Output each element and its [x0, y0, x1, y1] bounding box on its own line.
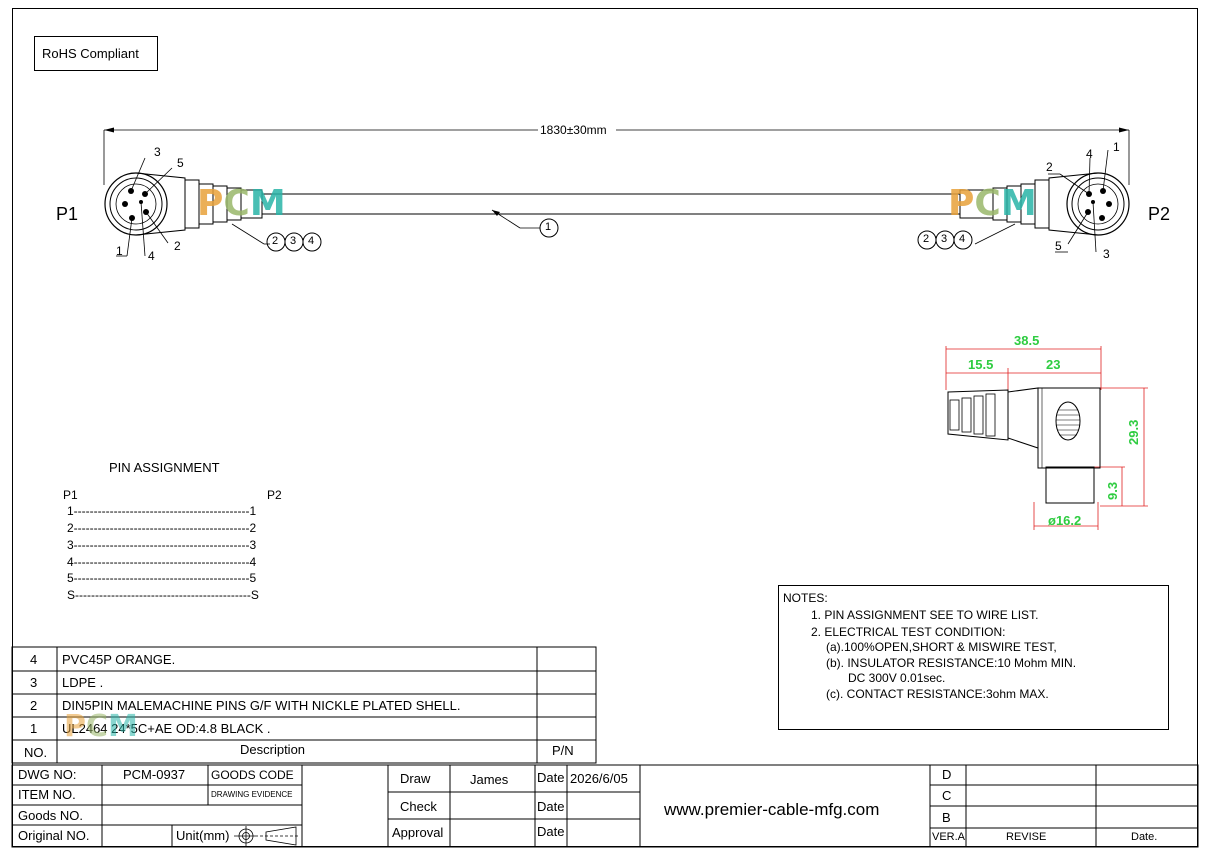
goods-code-label: GOODS CODE	[211, 768, 294, 782]
bom-header-pn: P/N	[552, 743, 574, 758]
pin-assignment-p1: P1	[63, 488, 78, 502]
pin-row: 3---------------------------------------…	[67, 538, 257, 552]
note-line: (c). CONTACT RESISTANCE:3ohm MAX.	[826, 687, 1049, 701]
unit-label: Unit(mm)	[176, 828, 230, 843]
approval-label: Approval	[392, 825, 444, 840]
goods-no-label: Goods NO.	[18, 808, 84, 823]
p2-pin-4: 4	[1086, 147, 1093, 161]
pcm-logo-bom: PCM	[64, 712, 138, 742]
pcm-logo-left: PCM	[197, 186, 286, 222]
callout-2-left: 2	[272, 235, 279, 247]
pcm-logo-right: PCM	[948, 186, 1037, 222]
bom-no: 2	[30, 698, 38, 713]
rohs-label: RoHS Compliant	[42, 46, 139, 61]
ver-label: VER.A	[932, 831, 966, 843]
logo-c: C	[974, 183, 1001, 224]
rev-b: B	[942, 810, 951, 825]
notes-box	[778, 585, 1169, 730]
p2-pin-1: 1	[1113, 140, 1120, 154]
pin-row: 1---------------------------------------…	[67, 504, 257, 518]
dim-head: 23	[1046, 357, 1061, 372]
bom-desc: PVC45P ORANGE.	[62, 652, 176, 667]
callout-4-left: 4	[308, 235, 315, 247]
p1-pin-2: 2	[174, 239, 181, 253]
bom-no: 3	[30, 675, 38, 690]
logo-c: C	[86, 709, 109, 744]
note-line: 1. PIN ASSIGNMENT SEE TO WIRE LIST.	[811, 608, 1039, 622]
p2-pin-5: 5	[1055, 239, 1062, 253]
pin-assignment-p2: P2	[267, 488, 282, 502]
dim-diameter: ø16.2	[1048, 513, 1082, 528]
p2-label: P2	[1148, 204, 1171, 224]
draw-label: Draw	[400, 771, 431, 786]
revise-label: REVISE	[1006, 831, 1047, 843]
bom-no: 1	[30, 721, 38, 736]
bom-header-desc: Description	[240, 742, 306, 757]
p1-label: P1	[56, 204, 79, 224]
date-label-check: Date	[537, 799, 565, 814]
p2-pin-2: 2	[1046, 160, 1053, 174]
note-line: (b). INSULATOR RESISTANCE:10 Mohm MIN.	[826, 656, 1077, 670]
logo-c: C	[223, 183, 250, 224]
callout-3-left: 3	[290, 235, 297, 247]
p1-pin-3: 3	[154, 145, 161, 159]
note-line: DC 300V 0.01sec.	[848, 671, 946, 685]
logo-m: M	[108, 709, 138, 744]
logo-p: P	[948, 183, 975, 224]
note-line: (a).100%OPEN,SHORT & MISWIRE TEST,	[826, 640, 1057, 654]
drawer-name: James	[470, 772, 509, 787]
dwg-no-label: DWG NO:	[18, 767, 77, 782]
logo-m: M	[249, 183, 286, 224]
callout-1: 1	[545, 221, 552, 233]
cable-drawing	[103, 127, 1130, 257]
pin-row: 2---------------------------------------…	[67, 521, 257, 535]
bom-no: 4	[30, 652, 38, 667]
p1-pin-4: 4	[148, 249, 155, 263]
notes-title: NOTES:	[783, 591, 828, 605]
callout-3-right: 3	[941, 233, 948, 245]
check-label: Check	[400, 799, 437, 814]
note-line: 2. ELECTRICAL TEST CONDITION:	[811, 625, 1006, 639]
item-no-label: ITEM NO.	[18, 787, 76, 802]
length-dimension: 1830±30mm	[540, 123, 607, 137]
draw-date: 2026/6/05	[570, 771, 628, 786]
bom-desc: DIN5PIN MALEMACHINE PINS G/F WITH NICKLE…	[62, 698, 461, 713]
pin-row: 4---------------------------------------…	[67, 555, 257, 569]
pin-row: S---------------------------------------…	[67, 588, 259, 602]
bom-desc: UL2464 24*5C+AE OD:4.8 BLACK .	[62, 721, 271, 736]
pin-row: 5---------------------------------------…	[67, 571, 257, 585]
logo-p: P	[197, 183, 224, 224]
rev-d: D	[942, 767, 952, 782]
logo-p: P	[64, 709, 86, 744]
drawing-evidence-label: DRAWING EVIDENCE	[211, 790, 293, 799]
bom-desc: LDPE .	[62, 675, 104, 690]
dwg-no-value: PCM-0937	[123, 767, 186, 782]
date-label-approval: Date	[537, 824, 565, 839]
callout-2-right: 2	[923, 233, 930, 245]
original-no-label: Original NO.	[18, 828, 90, 843]
p1-pin-1: 1	[116, 244, 123, 258]
callout-4-right: 4	[959, 233, 966, 245]
dim-boot: 15.5	[968, 357, 994, 372]
connector-side-view	[945, 346, 1148, 530]
rev-c: C	[942, 788, 952, 803]
rev-date-label: Date.	[1131, 831, 1158, 843]
logo-m: M	[1000, 183, 1037, 224]
bom-header-no: NO.	[24, 745, 48, 760]
rohs-box	[34, 36, 158, 71]
website: www.premier-cable-mfg.com	[664, 800, 880, 819]
date-label-draw: Date	[537, 770, 565, 785]
p1-pin-5: 5	[177, 156, 184, 170]
pin-assignment-title: PIN ASSIGNMENT	[109, 460, 220, 475]
dim-overall: 38.5	[1014, 333, 1040, 348]
p2-pin-3: 3	[1103, 247, 1110, 261]
